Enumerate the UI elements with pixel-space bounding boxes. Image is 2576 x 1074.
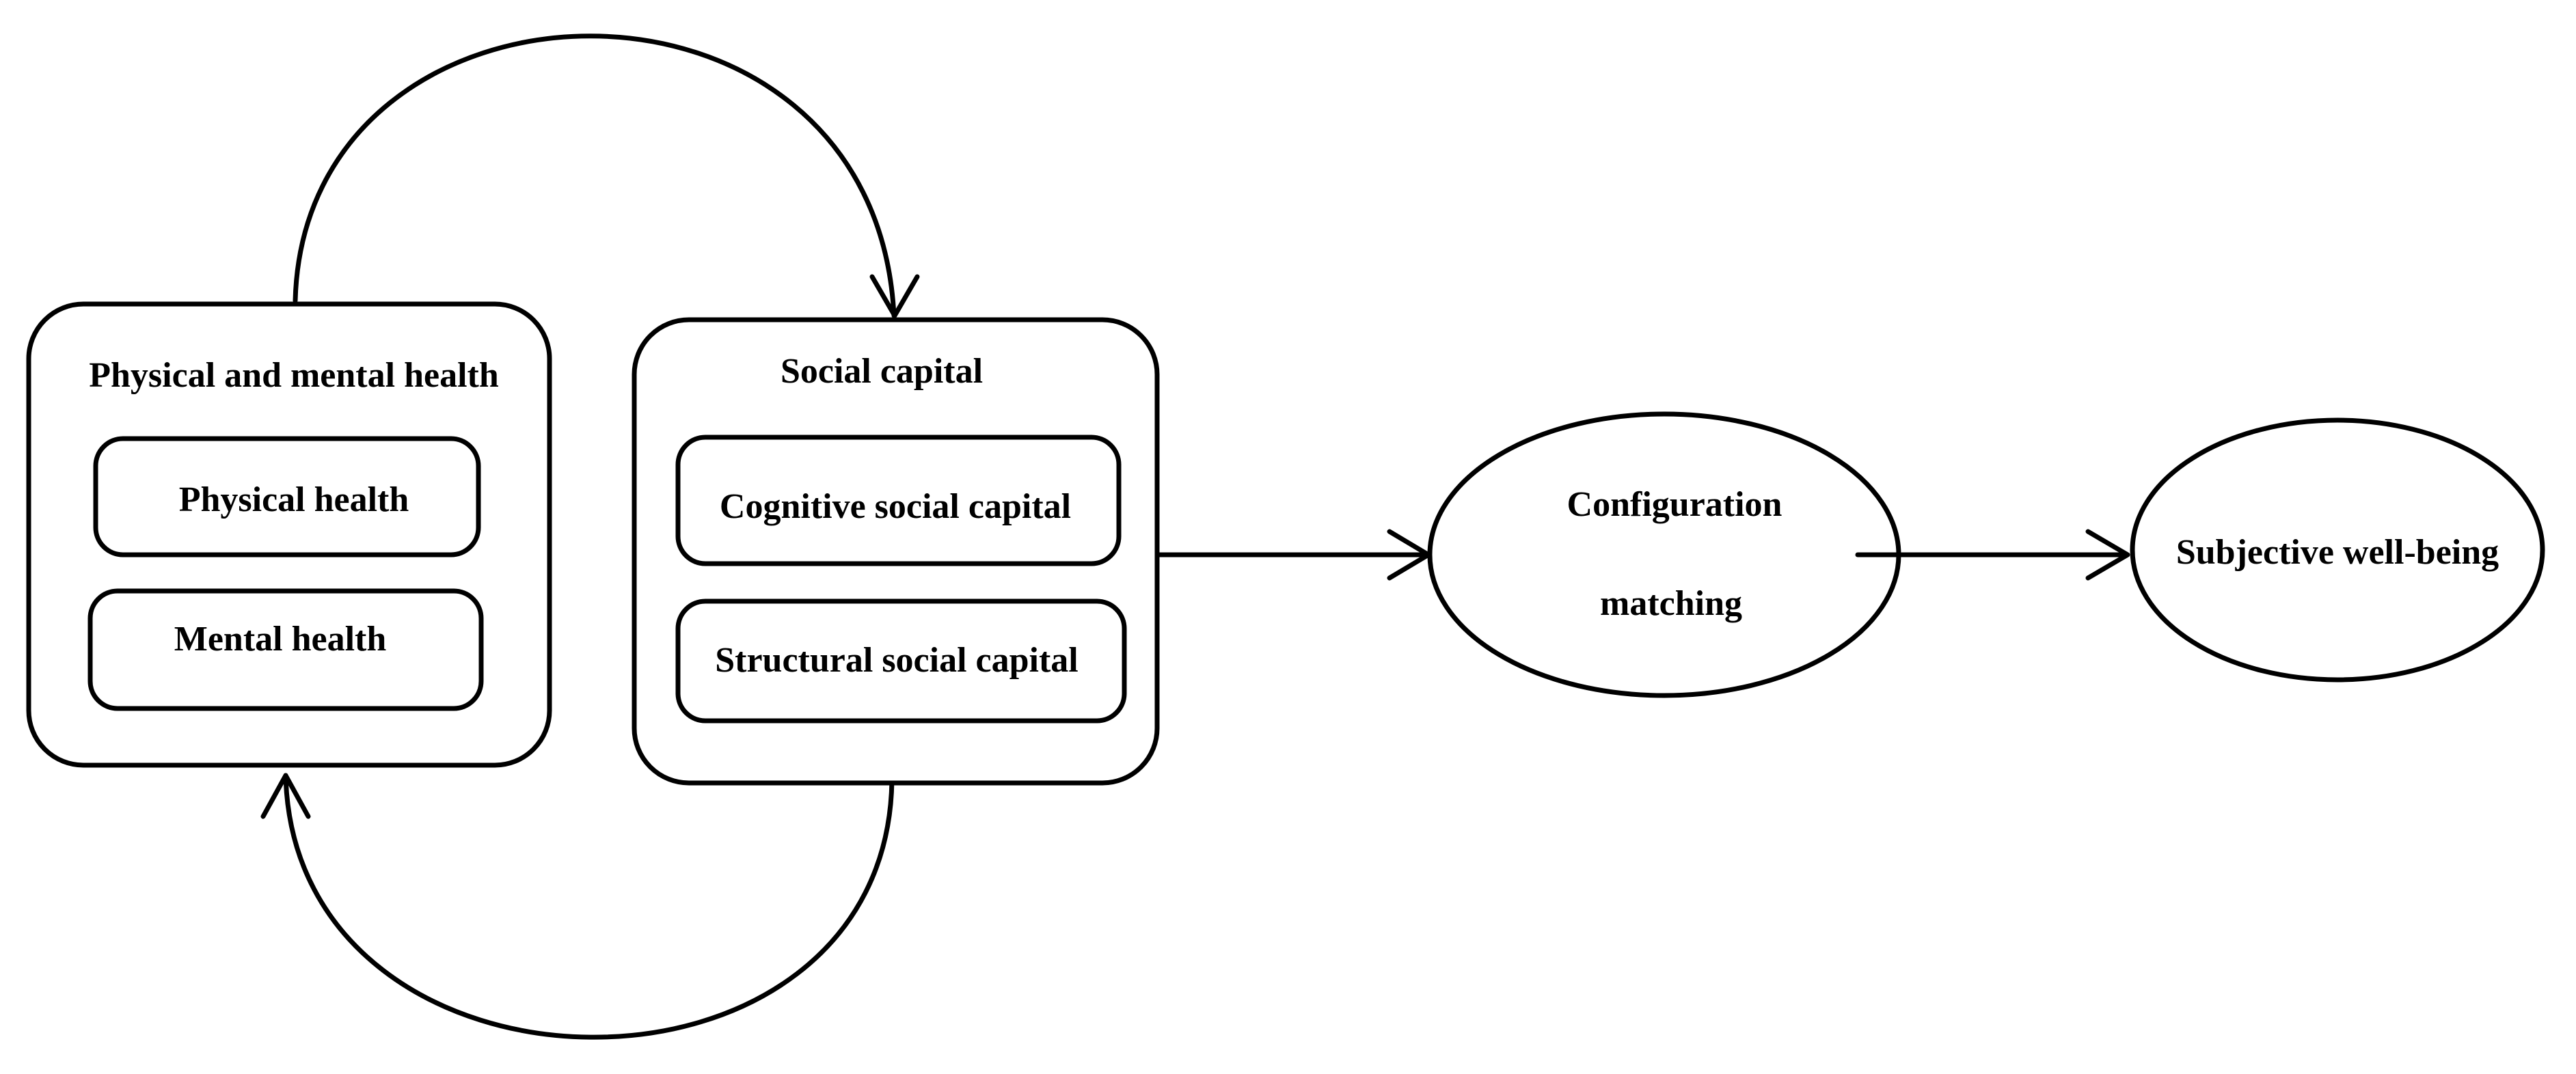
structural-social-capital-box xyxy=(675,598,1127,724)
social-capital-group-title: Social capital xyxy=(781,352,983,391)
configuration-matching-node: Configuration matching xyxy=(1427,411,1901,698)
cognitive-social-capital-box xyxy=(675,435,1122,566)
arrow-configuration-to-wellbeing xyxy=(1855,529,2130,581)
subjective-well-being-label: Subjective well-being xyxy=(2176,533,2499,572)
mental-health-box xyxy=(87,588,484,711)
loop-health-to-social-capital xyxy=(293,33,920,318)
arrowhead-bottom xyxy=(260,773,311,819)
configuration-matching-ellipse xyxy=(1427,411,1901,698)
arrow-social-capital-to-configuration xyxy=(1154,529,1431,581)
structural-social-capital-label: Structural social capital xyxy=(715,641,1079,680)
mental-health-label: Mental health xyxy=(174,620,387,659)
subjective-well-being-node: Subjective well-being xyxy=(2130,417,2545,683)
loop-social-capital-to-health xyxy=(260,773,895,1040)
physical-health-box xyxy=(93,436,481,557)
health-group-title: Physical and mental health xyxy=(89,356,499,395)
arrowhead xyxy=(2085,529,2130,581)
cognitive-social-capital-label: Cognitive social capital xyxy=(720,487,1071,526)
social-capital-group: Social capital Cognitive social capital … xyxy=(632,317,1160,786)
configuration-matching-line1: Configuration xyxy=(1567,485,1782,524)
curve-bottom xyxy=(283,773,895,1040)
curve-top xyxy=(293,33,897,318)
health-group: Physical and mental health Physical heal… xyxy=(26,301,552,768)
subjective-well-being-ellipse xyxy=(2130,417,2545,683)
configuration-matching-line2: matching xyxy=(1600,584,1742,623)
arrowhead-top xyxy=(869,274,920,318)
physical-health-label: Physical health xyxy=(179,480,409,519)
